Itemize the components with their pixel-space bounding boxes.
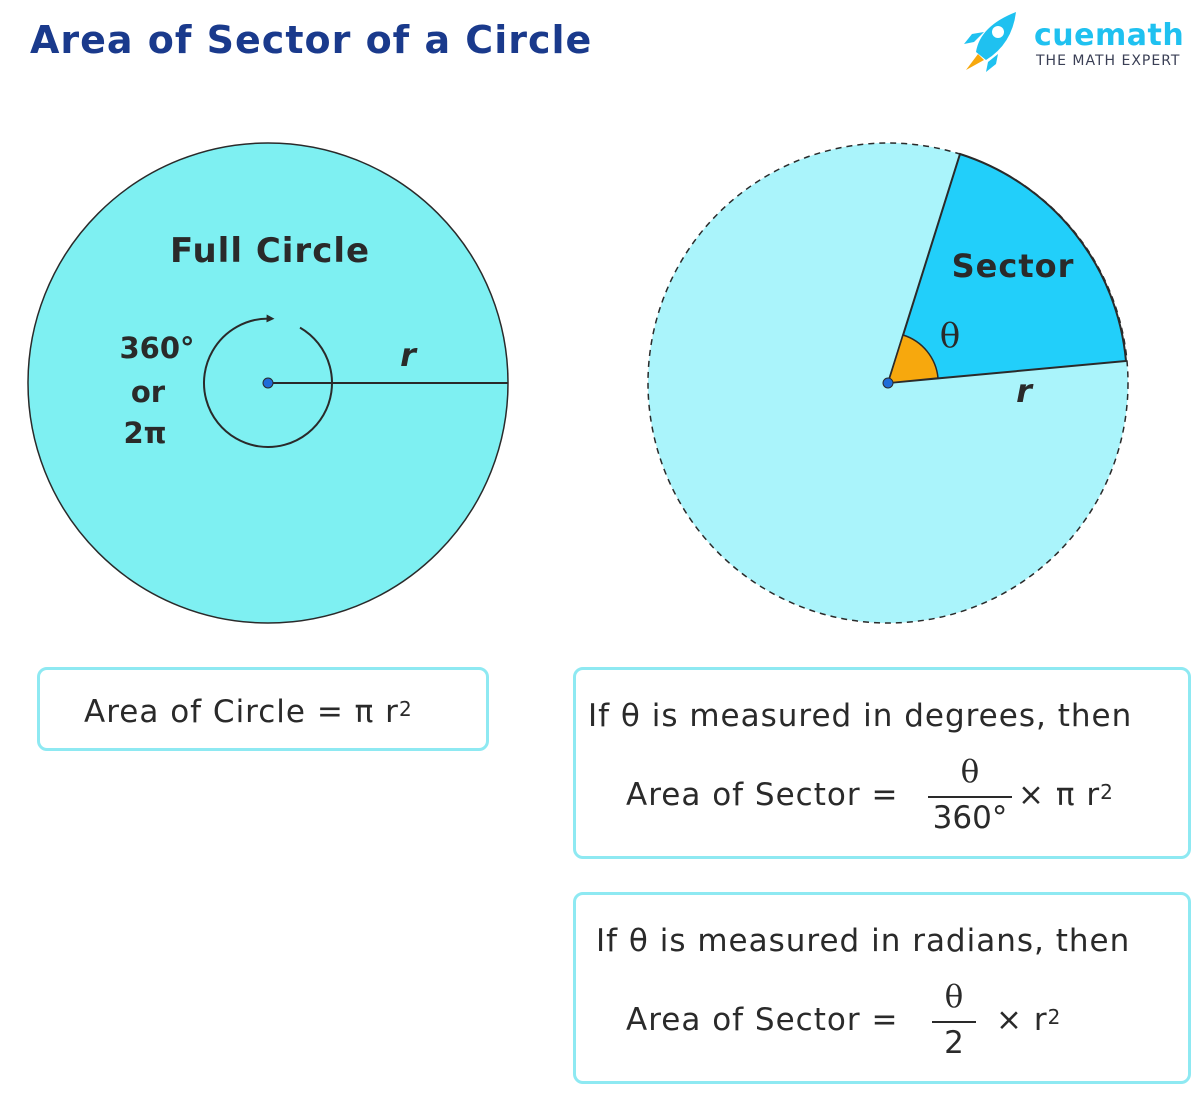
degrees-rhs-text: × π r [1018,777,1101,813]
cuemath-logo[interactable]: cuemath THE MATH EXPERT [958,8,1188,78]
radians-exponent: 2 [1047,1005,1062,1029]
circle-area-formula: Area of Circle = π r2 [84,694,413,730]
degrees-condition: If θ is measured in degrees, then [588,698,1133,734]
degrees-rhs: × π r2 [1018,777,1114,813]
sector-shape [886,152,1128,385]
theta-label: θ [940,316,960,356]
degrees-exponent: 2 [1100,780,1114,804]
rocket-icon [964,12,1016,72]
degrees-formula-box: If θ is measured in degrees, then Area o… [573,667,1191,859]
radians-formula-box: If θ is measured in radians, then Area o… [573,892,1191,1084]
radians-denominator: 2 [944,1025,964,1061]
radians-numerator: θ [944,979,964,1015]
degrees-denominator: 360° [932,800,1008,836]
full-circle-center-dot [262,377,274,389]
sector-center-dot [882,377,894,389]
radians-lhs: Area of Sector = [626,1002,899,1038]
circle-area-formula-box: Area of Circle = π r2 [37,667,489,751]
sector-radius-label: r [1016,372,1034,410]
full-angle-or: or [131,375,166,409]
degrees-fraction-bar [928,796,1012,798]
degrees-lhs: Area of Sector = [626,777,899,813]
sector-label: Sector [952,247,1075,285]
logo-tagline: THE MATH EXPERT [1036,53,1181,69]
radians-rhs-text: × r [996,1002,1048,1038]
degrees-numerator: θ [960,754,980,790]
circle-area-exponent: 2 [398,697,413,721]
full-angle-degrees: 360° [119,331,194,365]
radians-fraction-bar [932,1021,976,1023]
full-circle-label: Full Circle [170,231,370,271]
circle-area-text: Area of Circle = π r [84,694,399,730]
radians-condition: If θ is measured in radians, then [596,923,1131,959]
page-title: Area of Sector of a Circle [30,18,593,62]
full-angle-radians: 2π [123,416,166,450]
full-circle-radius-label: r [400,336,418,374]
full-turn-arrow [203,314,333,448]
logo-wordmark: cuemath [1034,18,1185,53]
angle-wedge [886,334,939,384]
radians-rhs: × r2 [996,1002,1061,1038]
